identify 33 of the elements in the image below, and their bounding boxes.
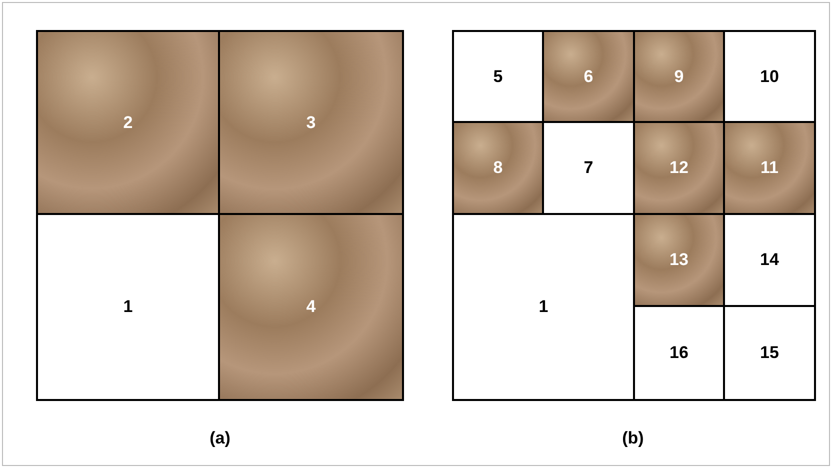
- crumpled-paper-square: [723, 121, 816, 215]
- crumpled-paper-square: [452, 121, 544, 215]
- cell-number: 3: [306, 112, 316, 134]
- cell-number: 9: [674, 66, 684, 88]
- crumpled-paper-square: [542, 30, 635, 123]
- blank-square: [36, 213, 220, 401]
- cell-number: 16: [670, 342, 688, 364]
- crumpled-paper-square: [633, 30, 725, 123]
- cell-number: 10: [760, 66, 779, 88]
- panel-caption: (b): [622, 427, 644, 450]
- cell-number: 2: [123, 112, 133, 134]
- panel-caption: (a): [210, 427, 230, 450]
- cell-number: 14: [760, 249, 779, 272]
- cell-number: 1: [538, 296, 548, 318]
- blank-square: [452, 213, 635, 401]
- cell-number: 5: [493, 66, 503, 88]
- cell-number: 12: [670, 157, 688, 180]
- crumpled-paper-square: [218, 213, 404, 401]
- blank-square: [452, 30, 544, 123]
- cell-number: 15: [760, 342, 779, 364]
- cell-number: 4: [306, 296, 316, 318]
- blank-square: [723, 30, 816, 123]
- cell-number: 6: [584, 66, 594, 88]
- crumpled-paper-square: [218, 30, 404, 215]
- cell-number: 13: [670, 249, 688, 272]
- cell-number: 7: [584, 157, 594, 180]
- cell-number: 8: [493, 157, 503, 180]
- cell-number: 1: [123, 296, 133, 318]
- crumpled-paper-square: [36, 30, 220, 215]
- blank-square: [723, 305, 816, 401]
- cell-number: 11: [760, 157, 778, 180]
- crumpled-paper-square: [633, 213, 725, 307]
- crumpled-paper-square: [633, 121, 725, 215]
